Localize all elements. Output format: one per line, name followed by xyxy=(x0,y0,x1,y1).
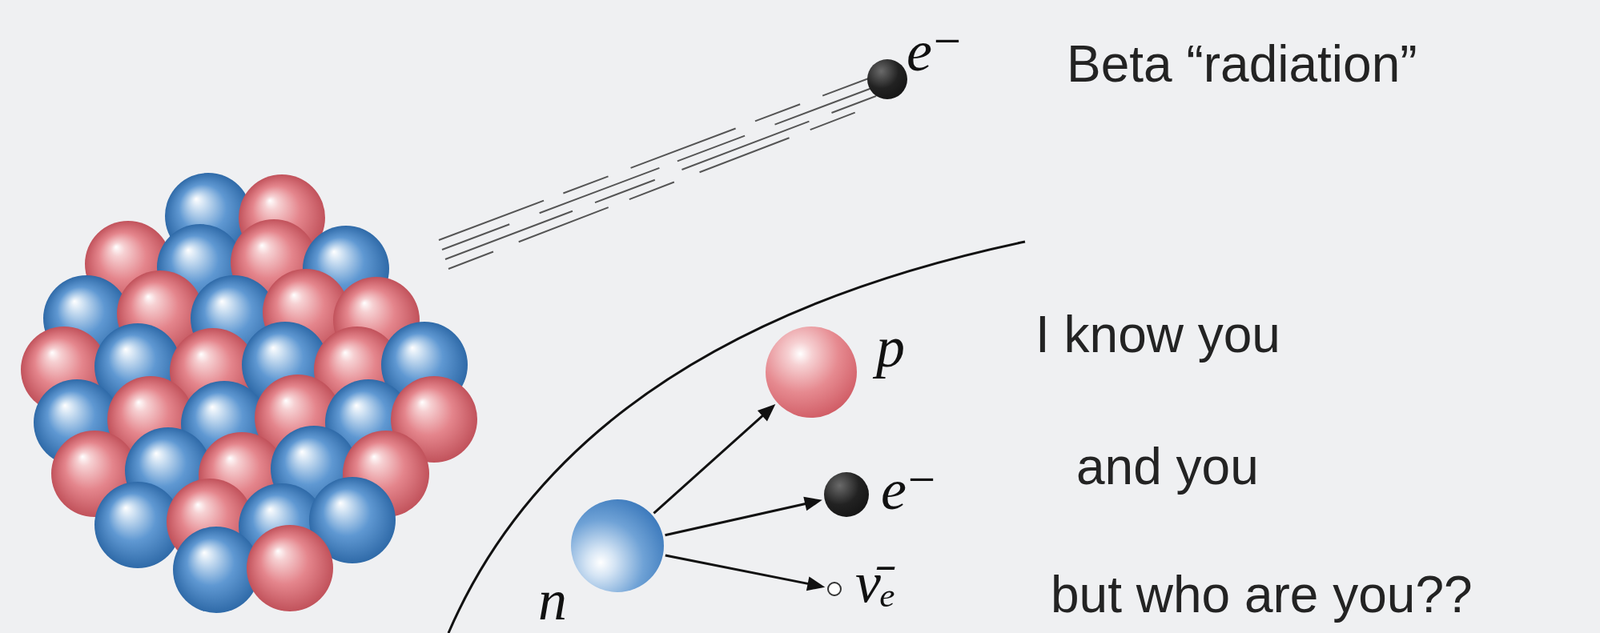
particle-symbol: ν̄ₑ xyxy=(855,554,897,612)
decay-arrow xyxy=(665,497,823,536)
electron-particle: e⁻ xyxy=(867,59,908,100)
beta-trail xyxy=(438,76,877,270)
arrow-head xyxy=(806,577,825,592)
arrow-head xyxy=(803,497,822,512)
decay-arrow xyxy=(665,555,825,591)
particle-symbol: e⁻ xyxy=(906,22,963,81)
caption-label: Beta “radiation” xyxy=(1066,38,1418,90)
annotation-label: I know you xyxy=(1035,309,1281,361)
nucleus xyxy=(20,172,478,614)
annotation-label: but who are you?? xyxy=(1050,569,1473,621)
proton-particle: p xyxy=(765,326,857,419)
neutron-particle: n xyxy=(570,499,664,593)
electron-particle: e⁻ xyxy=(824,472,869,518)
antineutrino-particle: ν̄ₑ xyxy=(827,582,842,597)
particle-symbol: e⁻ xyxy=(880,461,937,519)
annotation-label: and you xyxy=(1076,441,1259,493)
arrow-line xyxy=(653,414,765,514)
arrow-line xyxy=(665,555,812,585)
zoom-arc xyxy=(448,241,1026,633)
particle-symbol: n xyxy=(538,571,567,630)
arrow-line xyxy=(665,503,809,536)
particle-symbol: p xyxy=(876,318,905,377)
arrow-head xyxy=(757,404,776,422)
decay-arrow xyxy=(653,404,776,514)
